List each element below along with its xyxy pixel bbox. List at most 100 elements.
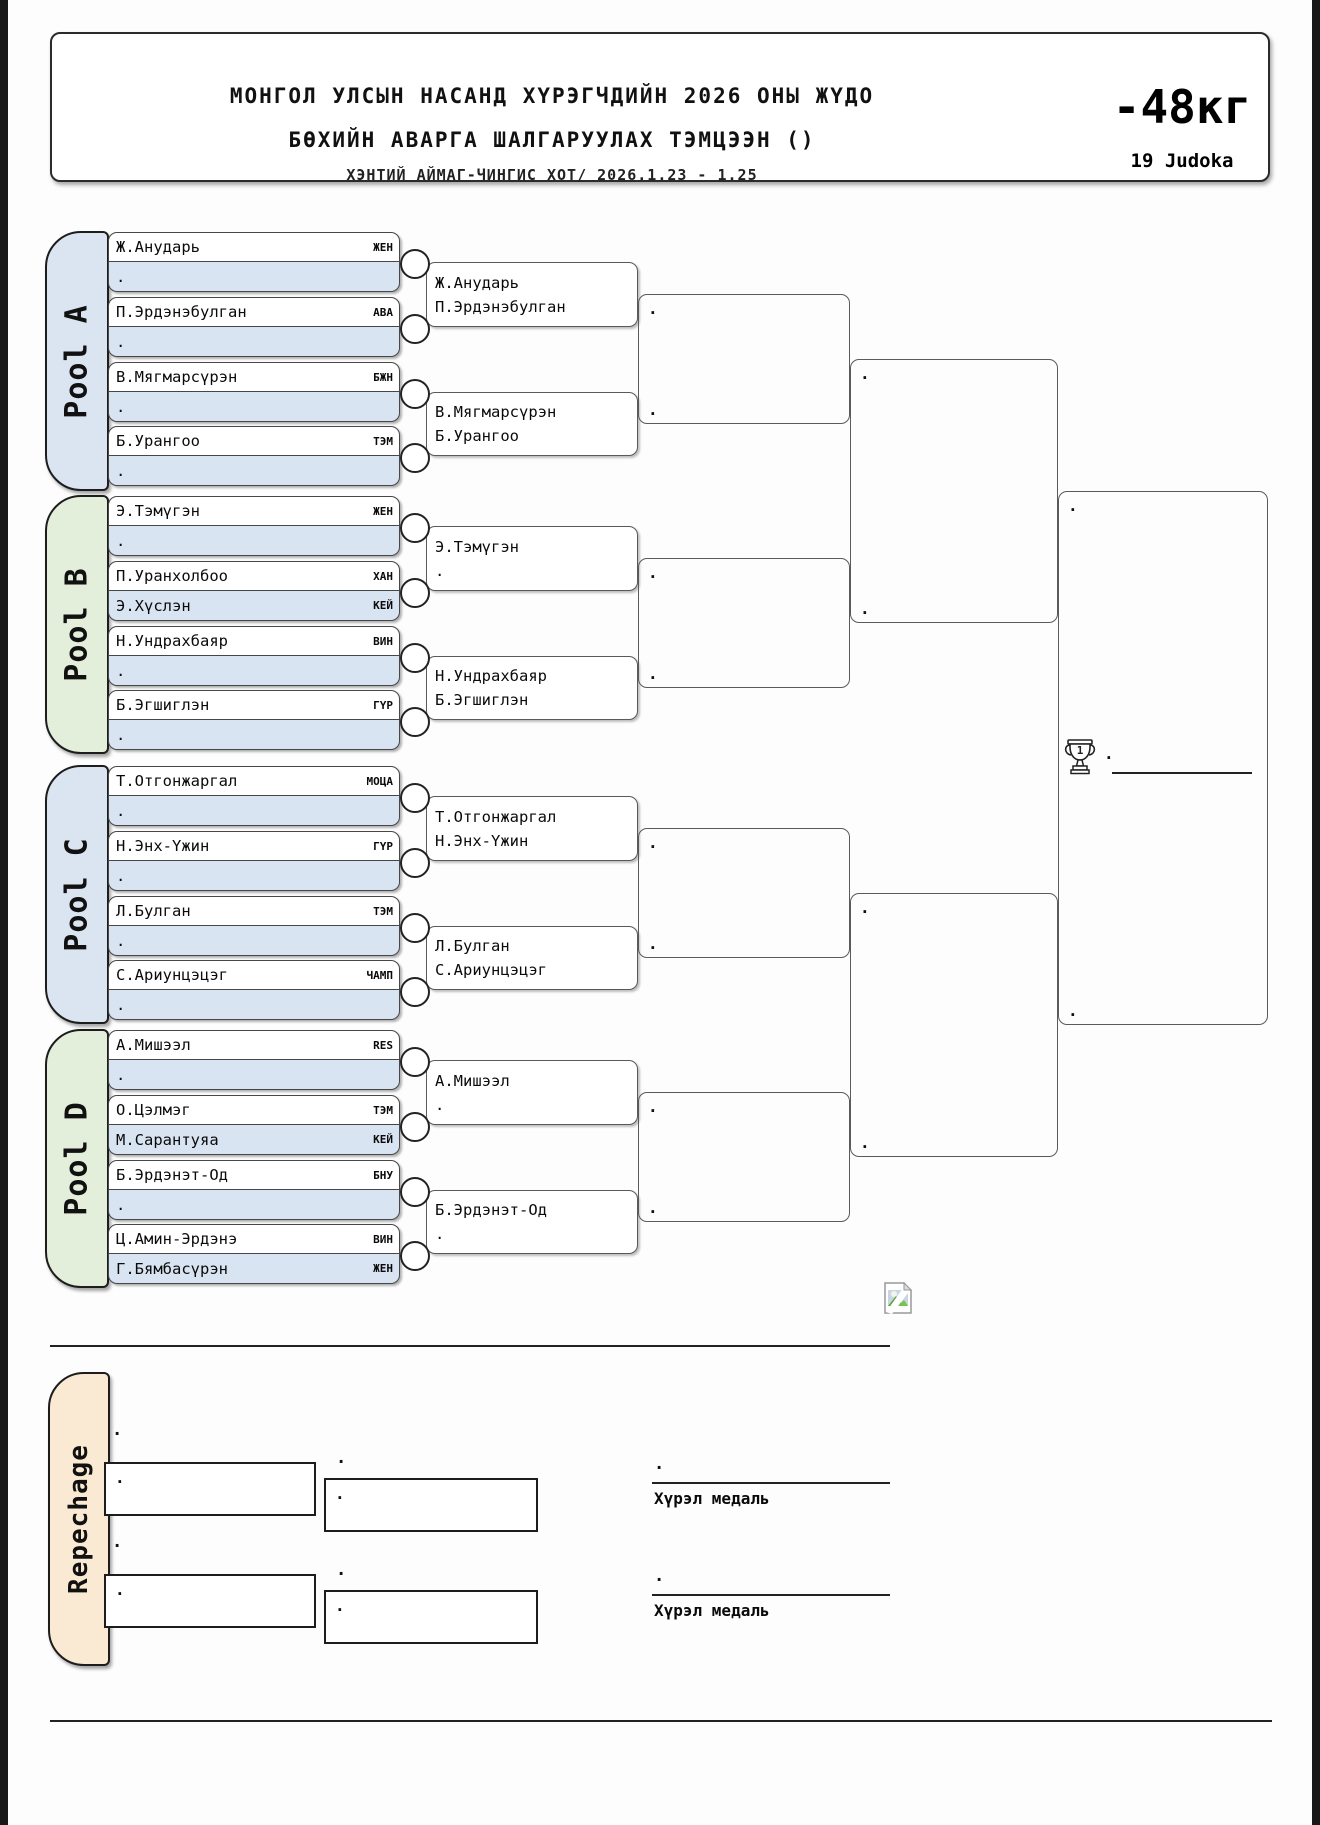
athlete-name: . (116, 1195, 126, 1214)
athlete-name: . (116, 725, 126, 744)
club-code: КЕЙ (373, 599, 393, 612)
club-code: ТЭМ (373, 1103, 393, 1117)
athlete-name: . (116, 995, 126, 1014)
bronze-winner-placeholder: . (654, 1454, 665, 1474)
athlete-name: Ц.Амин-Эрдэнэ (116, 1230, 238, 1248)
athlete-name: . (116, 931, 126, 950)
winner-placeholder: . (1068, 1001, 1078, 1020)
athlete-name: В.Мягмарсүрэн (116, 368, 238, 386)
winner-placeholder: . (648, 299, 658, 318)
athlete-name: Л.Булган (116, 902, 191, 920)
repechage-bottom-divider (50, 1720, 1272, 1722)
junction-circle (400, 314, 430, 344)
athlete-name: Б.Эрдэнэт-Од (116, 1166, 228, 1184)
athlete-name: П.Эрдэнэбулган (116, 303, 247, 321)
winner-placeholder: . (648, 664, 658, 683)
tournament-title-line1: МОНГОЛ УЛСЫН НАСАНД ХҮРЭГЧДИЙН 2026 ОНЫ … (229, 84, 875, 108)
winner-placeholder: . (860, 898, 870, 917)
header-box: МОНГОЛ УЛСЫН НАСАНД ХҮРЭГЧДИЙН 2026 ОНЫ … (50, 32, 1270, 184)
athlete-name: Б.Урангоо (116, 432, 200, 450)
athlete-name: С.Ариунцэцэг (116, 966, 228, 984)
athlete-name: . (116, 397, 126, 416)
weight-class: -48кг (1112, 80, 1252, 134)
pool-d-label: Pool D (45, 1029, 109, 1288)
winner-placeholder: . (1068, 496, 1078, 515)
bronze-medal-line (652, 1594, 890, 1596)
champion-placeholder: . (1104, 744, 1114, 763)
club-code: БЖН (373, 370, 393, 384)
junction-circle (400, 977, 430, 1007)
winner-placeholder: . (648, 1097, 658, 1116)
club-code: МОЦА (366, 774, 394, 788)
athlete-name: Н.Энх-Үжин (116, 837, 210, 855)
entry-unit: В.Мягмарсүрэн БЖН . (108, 362, 400, 422)
club-code: ЖЕН (373, 1262, 393, 1275)
winner-placeholder: . (648, 400, 658, 419)
repechage-winner-placeholder: . (336, 1448, 347, 1468)
repechage-entrant-placeholder: . (115, 1468, 125, 1487)
repechage-top-divider (50, 1345, 890, 1347)
bronze-medal-label: Хүрэл медаль (654, 1601, 770, 1620)
athlete-name: Ж.Анударь (116, 238, 200, 256)
judoka-count: 19 Judoka (1130, 150, 1234, 172)
club-code: RES (373, 1038, 393, 1052)
junction-circle (400, 249, 430, 279)
athlete-name: . (116, 1065, 126, 1084)
club-code: КЕЙ (373, 1133, 393, 1146)
junction-circle (400, 783, 430, 813)
club-code: ВИН (373, 1232, 393, 1246)
athlete-name: Э.Хүслэн (116, 596, 191, 615)
athlete-name: . (116, 661, 126, 680)
athlete-name: П.Уранхолбоо (116, 567, 228, 585)
winner-placeholder: . (860, 599, 870, 618)
junction-circle (400, 379, 430, 409)
tournament-location-date: ХЭНТИЙ АЙМАГ-ЧИНГИС ХОТ/ 2026.1.23 - 1.2… (346, 166, 758, 184)
junction-circle (400, 848, 430, 878)
club-code: ЧАМП (366, 968, 394, 982)
athlete-name: Э.Тэмүгэн (116, 502, 200, 520)
athlete-name: . (116, 267, 126, 286)
trophy-icon: 1 (1062, 738, 1098, 776)
athlete-name: М.Сарантуяа (116, 1130, 219, 1149)
junction-circle (400, 1177, 430, 1207)
pool-b-label: Pool B (45, 495, 109, 754)
match-box-r16-d1: А.Мишээл. (426, 1060, 638, 1125)
repechage-box: . (324, 1478, 538, 1532)
match-box-semifinal-ab: . . (850, 359, 1058, 623)
athlete-name: А.Мишээл (116, 1036, 191, 1054)
winner-placeholder: . (648, 833, 658, 852)
junction-circle (400, 643, 430, 673)
entry-unit: С.Ариунцэцэг ЧАМП . (108, 960, 400, 1020)
pool-c-label: Pool C (45, 765, 109, 1024)
tournament-title-line2: БӨХИЙН АВАРГА ШАЛГАРУУЛАХ ТЭМЦЭЭН () (288, 128, 816, 152)
match-box-quarterfinal-c: . . (638, 828, 850, 958)
left-edge-strip (0, 0, 8, 1825)
junction-circle (400, 578, 430, 608)
winner-placeholder: . (648, 563, 658, 582)
repechage-box: . (104, 1462, 316, 1516)
repechage-entrant-placeholder: . (112, 1420, 123, 1440)
winner-placeholder: . (648, 934, 658, 953)
club-code: ГҮР (373, 698, 393, 712)
match-box-r16-d2: Б.Эрдэнэт-Од. (426, 1190, 638, 1254)
match-box-final: . . (1058, 491, 1268, 1025)
club-code: ВИН (373, 634, 393, 648)
repechage-entrant-placeholder: . (335, 1484, 345, 1503)
